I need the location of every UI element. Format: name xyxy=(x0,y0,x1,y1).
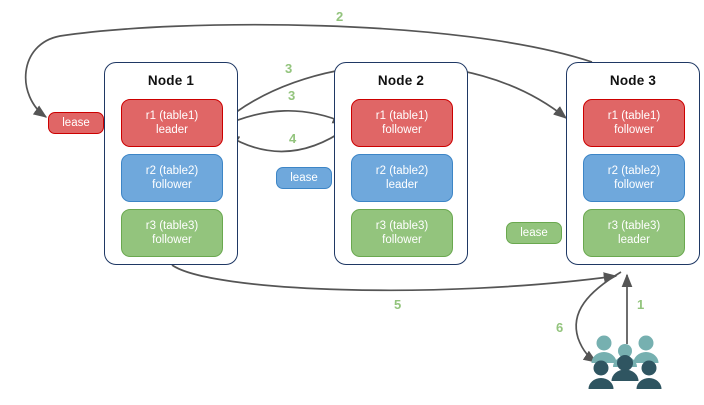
node-card-1[interactable]: Node 1 r1 (table1) leader r2 (table2) fo… xyxy=(104,62,238,265)
node-2-replica-r1[interactable]: r1 (table1) follower xyxy=(351,99,453,147)
node-2-replica-r2-role: leader xyxy=(386,179,418,191)
node-2-replica-r3[interactable]: r3 (table3) follower xyxy=(351,209,453,257)
node-2-replica-r3-role: follower xyxy=(382,234,422,246)
node-1-replica-r3[interactable]: r3 (table3) follower xyxy=(121,209,223,257)
lease-chip-blue[interactable]: lease xyxy=(276,167,332,189)
node-card-2[interactable]: Node 2 r1 (table1) follower r2 (table2) … xyxy=(334,62,468,265)
node-3-replica-r3-name: r3 (table3) xyxy=(607,220,661,232)
lease-chip-red-label: lease xyxy=(62,117,90,129)
node-1-replica-r1-name: r1 (table1) xyxy=(145,110,199,122)
node-1-replica-r1-role: leader xyxy=(156,124,188,136)
step-label-1: 1 xyxy=(637,297,645,312)
node-3-replica-r2-role: follower xyxy=(614,179,654,191)
node-1-replica-r2-name: r2 (table2) xyxy=(145,165,199,177)
node-1-replica-r1[interactable]: r1 (table1) leader xyxy=(121,99,223,147)
users-group-icon xyxy=(588,335,662,389)
edge-step-4 xyxy=(225,127,348,153)
edge-step-5 xyxy=(171,264,618,292)
node-1-replica-r2-role: follower xyxy=(152,179,192,191)
lease-chip-red[interactable]: lease xyxy=(48,112,104,134)
step-label-3-long: 3 xyxy=(285,61,293,76)
node-1-replica-r3-name: r3 (table3) xyxy=(145,220,199,232)
lease-chip-blue-label: lease xyxy=(290,172,318,184)
node-3-replica-r1[interactable]: r1 (table1) follower xyxy=(583,99,685,147)
lease-chip-green-label: lease xyxy=(520,227,548,239)
node-2-title: Node 2 xyxy=(377,73,425,88)
node-3-replica-r3-role: leader xyxy=(618,234,650,246)
node-2-replica-r1-name: r1 (table1) xyxy=(375,110,429,122)
node-1-replica-r3-role: follower xyxy=(152,234,192,246)
node-1-title: Node 1 xyxy=(147,73,195,88)
node-3-replica-r1-role: follower xyxy=(614,124,654,136)
node-3-replica-r2[interactable]: r2 (table2) follower xyxy=(583,154,685,202)
step-label-4: 4 xyxy=(289,131,297,146)
node-1-replica-r2[interactable]: r2 (table2) follower xyxy=(121,154,223,202)
step-label-3-short: 3 xyxy=(288,88,296,103)
node-3-replica-r3[interactable]: r3 (table3) leader xyxy=(583,209,685,257)
node-2-replica-r2-name: r2 (table2) xyxy=(375,165,429,177)
lease-chip-green[interactable]: lease xyxy=(506,222,562,244)
node-3-replica-r1-name: r1 (table1) xyxy=(607,110,661,122)
step-label-6: 6 xyxy=(556,320,564,335)
step-label-2: 2 xyxy=(336,9,344,24)
node-3-replica-r2-name: r2 (table2) xyxy=(607,165,661,177)
node-2-replica-r3-name: r3 (table3) xyxy=(375,220,429,232)
node-2-replica-r2[interactable]: r2 (table2) leader xyxy=(351,154,453,202)
node-2-replica-r1-role: follower xyxy=(382,124,422,136)
edge-step-2 xyxy=(24,23,593,118)
step-label-5: 5 xyxy=(394,297,402,312)
edge-step-6 xyxy=(575,271,622,363)
node-3-title: Node 3 xyxy=(609,73,657,88)
node-card-3[interactable]: Node 3 r1 (table1) follower r2 (table2) … xyxy=(566,62,700,265)
